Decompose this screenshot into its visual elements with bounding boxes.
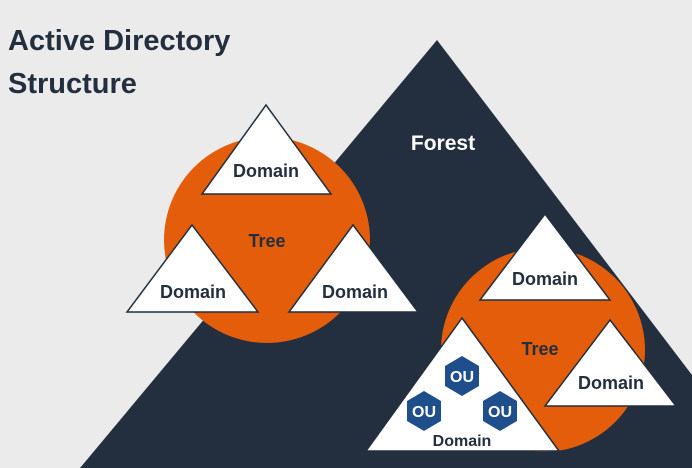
ou-hexagon	[483, 391, 517, 431]
domain-label: Domain	[322, 282, 388, 302]
ou-hexagon	[445, 356, 479, 396]
domain-triangle	[125, 223, 260, 313]
domain-node: Domain	[200, 103, 333, 195]
domain-node: Domain	[478, 212, 612, 301]
page-title-line-2: Structure	[8, 68, 137, 100]
domain-node: Domain OU OU OU	[364, 316, 561, 452]
domain-label: Domain	[512, 269, 578, 289]
tree-1-label: Tree	[248, 231, 285, 251]
ou-node: OU	[483, 391, 517, 431]
ou-label: OU	[450, 369, 474, 386]
domain-triangle	[543, 318, 678, 407]
domain-node: Domain	[287, 223, 420, 313]
forest-label: Forest	[411, 132, 475, 155]
page-title-line-1: Active Directory	[8, 25, 231, 57]
domain-label: Domain	[433, 433, 492, 450]
ou-label: OU	[412, 404, 436, 421]
tree-2: Tree Domain Domain Domain OU OU	[364, 212, 678, 452]
page-title: Active Directory Structure	[8, 20, 230, 106]
tree-1: Tree Domain Domain Domain	[125, 103, 420, 343]
ou-hexagon	[407, 391, 441, 431]
ou-node: OU	[407, 391, 441, 431]
domain-label: Domain	[578, 373, 644, 393]
ou-label: OU	[488, 404, 512, 421]
domain-triangle	[287, 223, 420, 313]
domain-label: Domain	[233, 161, 299, 181]
domain-triangle	[478, 212, 612, 301]
tree-2-label: Tree	[521, 339, 558, 359]
ou-node: OU	[445, 356, 479, 396]
domain-node: Domain	[125, 223, 260, 313]
domain-node: Domain	[543, 318, 678, 407]
domain-triangle	[200, 103, 333, 195]
domain-label: Domain	[160, 282, 226, 302]
